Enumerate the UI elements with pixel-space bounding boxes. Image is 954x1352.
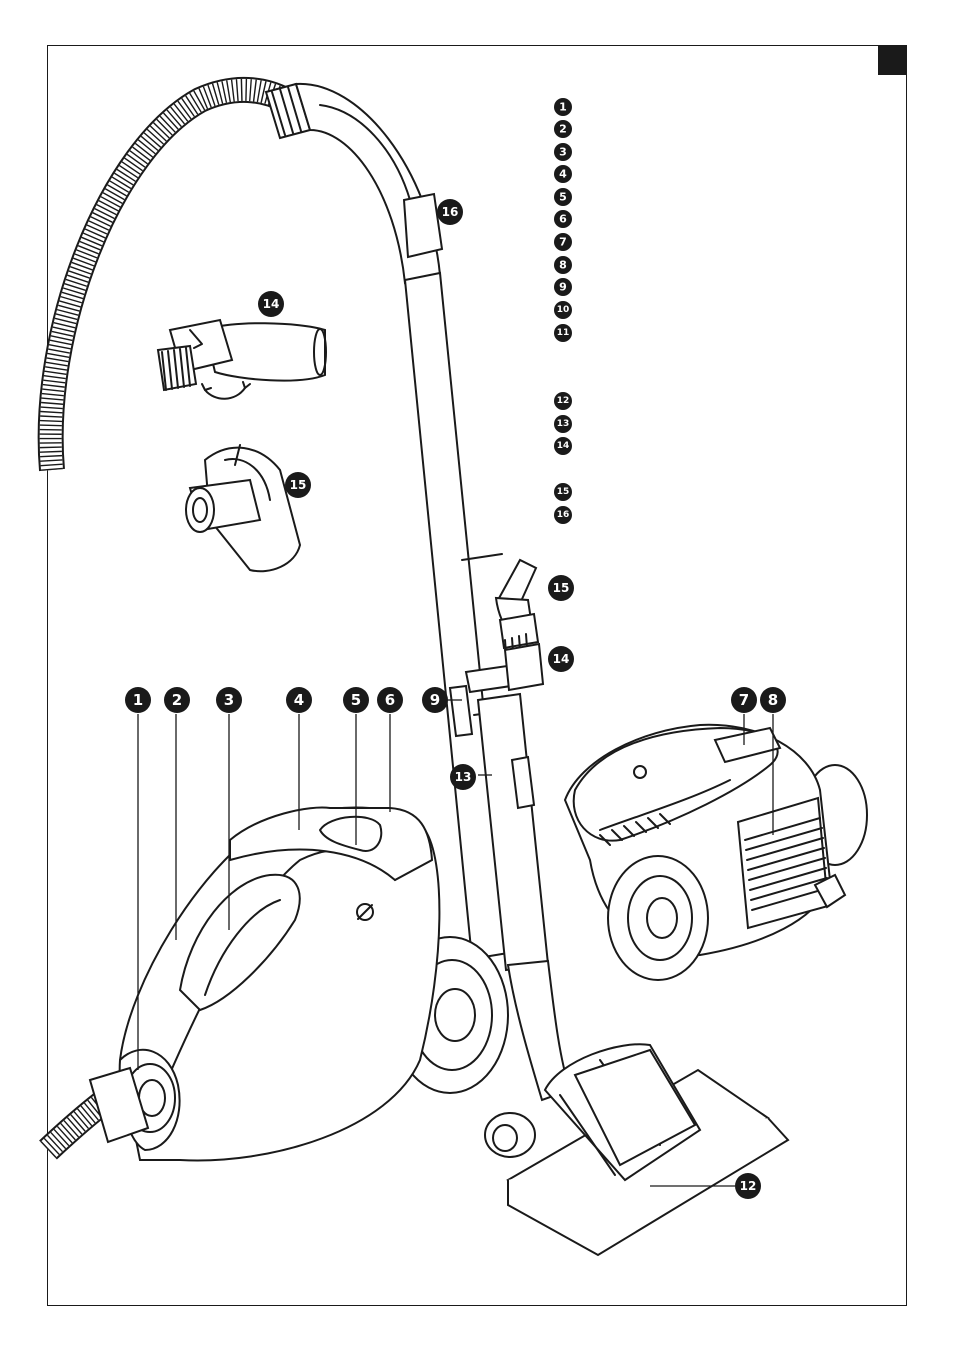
svg-text:9: 9 bbox=[559, 281, 567, 294]
callout-14-top: 14 bbox=[258, 291, 284, 317]
svg-text:7: 7 bbox=[559, 236, 567, 249]
leader-lines bbox=[137, 699, 774, 1187]
svg-text:5: 5 bbox=[351, 691, 361, 709]
legend-item-5: 5 bbox=[554, 188, 572, 206]
svg-text:12: 12 bbox=[740, 1179, 757, 1193]
legend-item-15: 15 bbox=[554, 483, 572, 501]
callout-16: 16 bbox=[437, 199, 463, 225]
legend-item-4: 4 bbox=[554, 165, 572, 183]
callout-15-side: 15 bbox=[548, 575, 574, 601]
legend-item-11: 11 bbox=[554, 324, 572, 342]
svg-text:15: 15 bbox=[290, 478, 307, 492]
callout-7: 7 bbox=[731, 687, 757, 713]
handle-and-tube bbox=[264, 82, 572, 1102]
legend-item-1: 1 bbox=[554, 98, 572, 116]
svg-text:14: 14 bbox=[557, 441, 570, 451]
callout-9: 9 bbox=[422, 687, 448, 713]
svg-text:4: 4 bbox=[294, 691, 304, 709]
legend-item-8: 8 bbox=[554, 256, 572, 274]
svg-text:15: 15 bbox=[553, 581, 570, 595]
svg-text:11: 11 bbox=[557, 328, 570, 338]
svg-text:3: 3 bbox=[559, 146, 567, 159]
legend-item-13: 13 bbox=[554, 415, 572, 433]
callout-1: 1 bbox=[125, 687, 151, 713]
svg-text:12: 12 bbox=[557, 396, 570, 406]
callout-6: 6 bbox=[377, 687, 403, 713]
legend-list: 1 2 3 4 5 6 7 8 9 10 11 12 13 14 15 16 bbox=[554, 98, 572, 524]
accessory-upholstery-nozzle bbox=[185, 444, 302, 573]
svg-text:5: 5 bbox=[559, 191, 567, 204]
svg-text:3: 3 bbox=[224, 691, 234, 709]
svg-text:1: 1 bbox=[559, 101, 567, 114]
legend-item-9: 9 bbox=[554, 278, 572, 296]
svg-text:9: 9 bbox=[430, 691, 440, 709]
legend-item-16: 16 bbox=[554, 506, 572, 524]
svg-text:2: 2 bbox=[172, 691, 182, 709]
page-frame bbox=[47, 45, 907, 1306]
svg-text:13: 13 bbox=[455, 770, 472, 784]
svg-text:2: 2 bbox=[559, 123, 567, 136]
svg-text:8: 8 bbox=[768, 691, 778, 709]
callout-4: 4 bbox=[286, 687, 312, 713]
accessory-crevice-brush bbox=[156, 318, 327, 400]
vacuum-main-body bbox=[88, 806, 509, 1162]
legend-item-14: 14 bbox=[554, 437, 572, 455]
svg-text:16: 16 bbox=[557, 510, 570, 520]
legend-item-6: 6 bbox=[554, 210, 572, 228]
svg-text:13: 13 bbox=[557, 419, 570, 429]
callout-8: 8 bbox=[760, 687, 786, 713]
callout-2: 2 bbox=[164, 687, 190, 713]
callout-14-side: 14 bbox=[548, 646, 574, 672]
callout-3: 3 bbox=[216, 687, 242, 713]
callout-15-top: 15 bbox=[285, 472, 311, 498]
callout-13: 13 bbox=[450, 764, 476, 790]
svg-text:14: 14 bbox=[553, 652, 570, 666]
svg-text:1: 1 bbox=[133, 691, 143, 709]
vacuum-rear-view bbox=[563, 723, 868, 981]
legend-item-10: 10 bbox=[554, 301, 572, 319]
svg-text:7: 7 bbox=[739, 691, 749, 709]
svg-text:14: 14 bbox=[263, 297, 280, 311]
tube-accessory-holder bbox=[494, 558, 545, 692]
svg-text:15: 15 bbox=[557, 487, 570, 497]
legend-item-12: 12 bbox=[554, 392, 572, 410]
svg-text:10: 10 bbox=[557, 305, 570, 315]
corner-tab-mark bbox=[878, 46, 907, 75]
legend-item-7: 7 bbox=[554, 233, 572, 251]
svg-text:4: 4 bbox=[559, 168, 567, 181]
svg-text:16: 16 bbox=[442, 205, 459, 219]
callout-5: 5 bbox=[343, 687, 369, 713]
svg-text:6: 6 bbox=[385, 691, 395, 709]
legend-item-2: 2 bbox=[554, 120, 572, 138]
callout-12: 12 bbox=[735, 1173, 761, 1199]
svg-text:6: 6 bbox=[559, 213, 567, 226]
legend-item-3: 3 bbox=[554, 143, 572, 161]
svg-text:8: 8 bbox=[559, 259, 567, 272]
floor-nozzle bbox=[484, 1043, 790, 1257]
